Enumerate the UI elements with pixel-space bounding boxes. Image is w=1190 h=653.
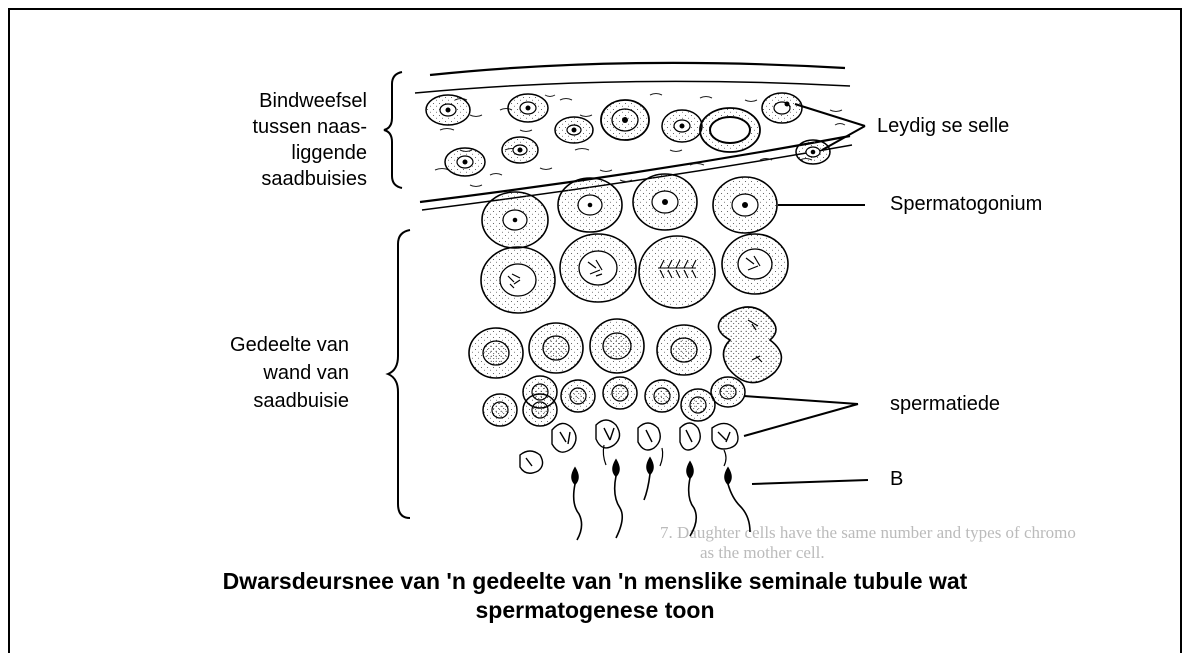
label-tubule-wall-line2: wand van — [150, 361, 349, 386]
leydig-cell — [796, 140, 830, 164]
spermatid-cell — [645, 380, 679, 412]
fibroblast-cell — [502, 137, 538, 163]
spermatid-cell — [483, 394, 517, 426]
fibroblast-cell — [601, 100, 649, 140]
spermatocyte-cell — [722, 234, 788, 294]
spermatozoa — [572, 445, 750, 540]
dividing-spermatocyte-cell — [639, 236, 715, 308]
label-spermatogonium: Spermatogonium — [890, 192, 1042, 217]
maturing-spermatids — [520, 420, 738, 473]
dividing-cell — [718, 307, 781, 383]
spermatocyte-cell — [590, 319, 644, 373]
bracket-connective-tissue — [384, 72, 402, 188]
fibroblast-cell — [426, 95, 470, 125]
sperm-cell — [613, 460, 622, 538]
spermatocyte-cell — [560, 234, 636, 302]
spermatocyte-cell — [529, 323, 583, 373]
fibroblast-cell — [662, 110, 702, 142]
label-tubule-wall-line1: Gedeelte van — [150, 333, 349, 358]
secondary-spermatocyte-row — [469, 307, 781, 383]
fibroblast-cell — [555, 117, 593, 143]
label-spermatids: spermatiede — [890, 392, 1000, 417]
bracket-tubule-wall — [388, 230, 410, 518]
blood-vessel — [700, 108, 760, 152]
spermatocyte-cell — [657, 325, 711, 375]
label-connective-tissue-line1: Bindweefsel — [170, 89, 367, 114]
spermatid-cell — [523, 394, 557, 426]
spermatid-cell — [711, 377, 745, 407]
sperm-cell — [644, 458, 653, 500]
label-connective-tissue-line3: liggende — [170, 141, 367, 166]
label-connective-tissue-line4: saadbuisies — [170, 167, 367, 192]
spermatogonium-cell — [633, 174, 697, 230]
label-tubule-wall-line3: saadbuisie — [150, 389, 349, 414]
spermatogonium-cell — [713, 177, 777, 233]
figure-caption-line1: Dwarsdeursnee van 'n gedeelte van 'n men… — [0, 567, 1190, 596]
label-connective-tissue-line2: tussen naas- — [170, 115, 367, 140]
connective-tissue-cells — [426, 93, 830, 176]
fibroblast-cell — [508, 94, 548, 122]
spermatocyte-cell — [481, 247, 555, 313]
spermatogonium-cell — [482, 192, 548, 248]
label-leydig-cells: Leydig se selle — [877, 114, 1009, 139]
spermatid-cell — [681, 389, 715, 421]
label-b: B — [890, 467, 903, 492]
sperm-cell — [572, 468, 582, 540]
leydig-cell — [762, 93, 802, 123]
spermatocyte-cell — [469, 328, 523, 378]
spermatid-cells — [483, 376, 745, 426]
figure-caption-line2: spermatogenese toon — [0, 596, 1190, 625]
spermatid-cell — [561, 380, 595, 412]
figure-caption: Dwarsdeursnee van 'n gedeelte van 'n men… — [0, 567, 1190, 625]
sperm-cell — [725, 468, 750, 532]
spermatogonia-row — [482, 174, 777, 248]
fibroblast-cell — [445, 148, 485, 176]
spermatogonium-cell — [558, 178, 622, 232]
sperm-cell — [687, 462, 696, 536]
spermatid-cell — [603, 377, 637, 409]
